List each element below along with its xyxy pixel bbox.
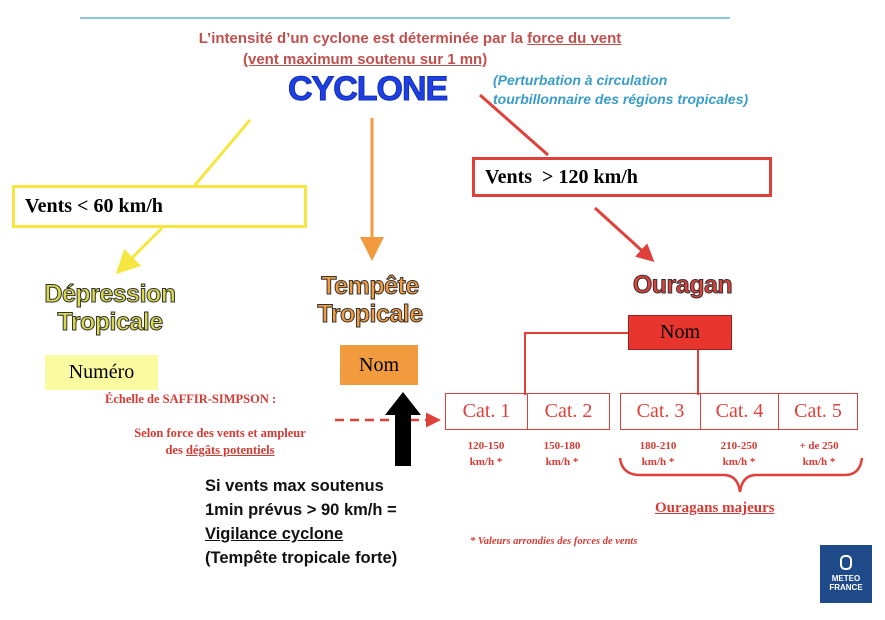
depression-line1: Dépression <box>44 280 177 309</box>
yellow-arrow <box>115 226 164 275</box>
range-value: 150-180 <box>543 440 581 452</box>
ouragans-majeurs: Ouragans majeurs <box>655 500 775 516</box>
cyclone-definition: (Perturbation à circulation tourbillonnai… <box>493 71 748 109</box>
range-value: 180-210 <box>639 440 677 452</box>
title-line2: (vent maximum soutenu sur 1 mn) <box>243 51 488 68</box>
scale-description: Selon force des vents et ampleur des dégâ… <box>105 425 335 459</box>
range-unit: km/h * <box>722 456 756 468</box>
tempete-nom-tag: Nom <box>340 345 418 385</box>
title-text: L’intensité d’un cyclone est déterminée … <box>198 30 528 47</box>
brace <box>618 457 864 493</box>
cyclone-heading: CYCLONE <box>287 70 448 109</box>
numero-tag: Numéro <box>45 355 158 390</box>
range-value: + de 250 <box>799 440 839 452</box>
red-line <box>479 93 549 157</box>
scale-desc-prefix: des <box>165 443 186 457</box>
range-unit: km/h * <box>545 456 579 468</box>
cat-4: Cat. 4 <box>700 393 779 430</box>
cat-4-range: 210-250 km/h * <box>699 438 779 470</box>
definition-line1: (Perturbation à circulation <box>493 72 668 88</box>
definition-line2: tourbillonnaire des régions tropicales) <box>493 91 749 107</box>
range-unit: km/h * <box>802 456 836 468</box>
yellow-arrow-top <box>193 119 252 186</box>
logo-line1: METEO <box>831 574 861 583</box>
scale-title: Échelle de SAFFIR-SIMPSON : <box>105 392 277 406</box>
scale-desc-line1: Selon force des vents et ampleur <box>134 426 306 440</box>
nom-connector-left <box>524 332 628 395</box>
cat-5: Cat. 5 <box>778 393 858 430</box>
tempete-line2: Tropicale <box>317 300 424 329</box>
vigilance-line3: Vigilance cyclone <box>205 525 344 543</box>
range-value: 120-150 <box>467 440 505 452</box>
range-unit: km/h * <box>641 456 675 468</box>
vigilance-line1: Si vents max soutenus <box>205 477 384 495</box>
range-value: 210-250 <box>720 440 758 452</box>
title-underlined: force du vent <box>527 30 622 47</box>
vigilance-line4: (Tempête tropicale forte) <box>205 549 398 567</box>
red-arrow <box>593 206 655 263</box>
title-line1: L’intensité d’un cyclone est déterminée … <box>60 30 760 47</box>
depression-line2: Tropicale <box>57 308 164 337</box>
ouragan-label: Ouragan <box>632 271 733 300</box>
low-wind-box: Vents < 60 km/h <box>12 185 307 228</box>
scale-desc-underlined: dégâts potentiels <box>185 443 275 457</box>
tempete-line1: Tempête <box>321 272 420 301</box>
cat-5-range: + de 250 km/h * <box>779 438 859 470</box>
cat-1-range: 120-150 km/h * <box>446 438 526 470</box>
cat-3-range: 180-210 km/h * <box>618 438 698 470</box>
high-wind-box: Vents > 120 km/h <box>472 157 772 197</box>
vigilance-note: Si vents max soutenus 1min prévus > 90 k… <box>205 474 397 570</box>
low-wind-label: Vents < 60 km/h <box>25 195 163 217</box>
meteo-france-logo: METEO FRANCE <box>820 545 872 603</box>
footnote: * Valeurs arrondies des forces de vents <box>470 536 638 547</box>
ouragan-nom-tag: Nom <box>628 315 732 350</box>
cat-2: Cat. 2 <box>527 393 610 430</box>
cat-1: Cat. 1 <box>445 393 528 430</box>
cat-2-range: 150-180 km/h * <box>522 438 602 470</box>
logo-line2: FRANCE <box>829 583 863 592</box>
cat-3: Cat. 3 <box>620 393 701 430</box>
vigilance-line2: 1min prévus > 90 km/h = <box>205 501 397 519</box>
high-wind-label: Vents > 120 km/h <box>485 165 638 188</box>
range-unit: km/h * <box>469 456 503 468</box>
logo-icon <box>840 555 852 570</box>
black-up-arrow <box>385 392 421 466</box>
